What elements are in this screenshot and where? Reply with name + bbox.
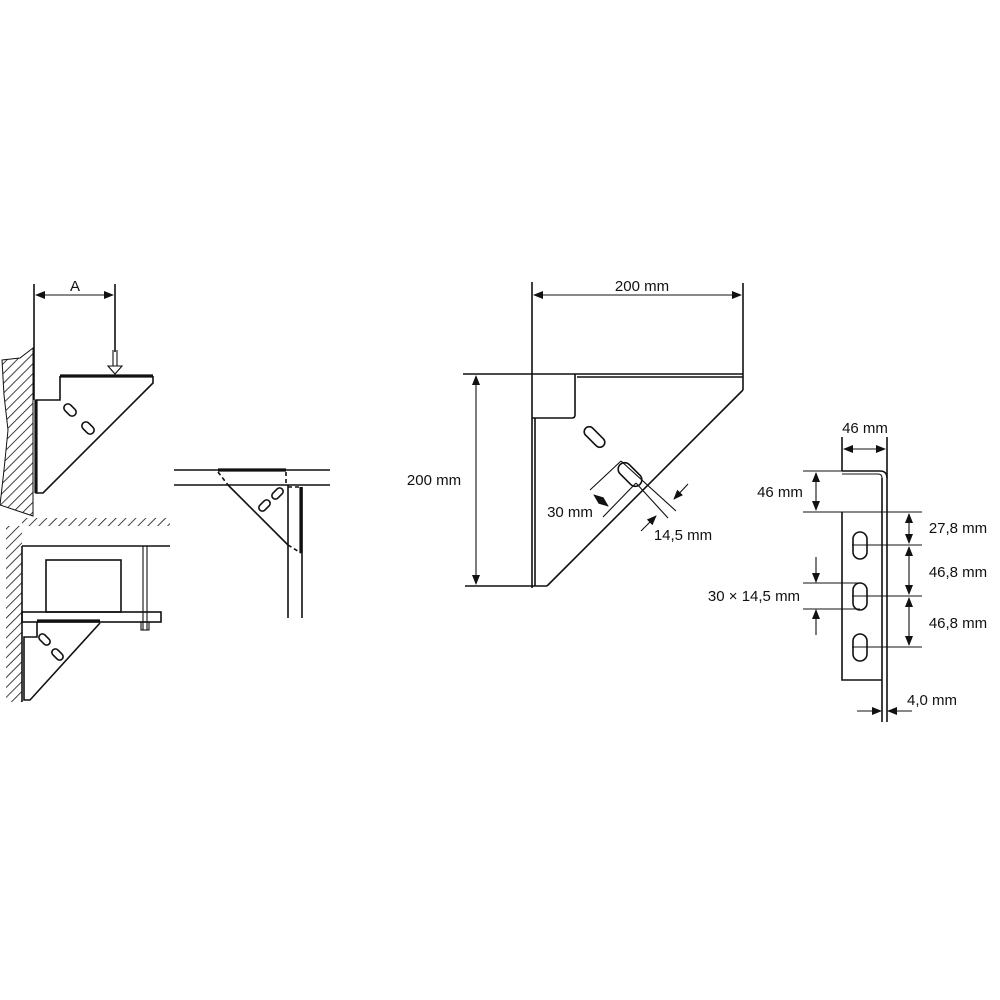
dimension-a-label: A [70, 278, 80, 295]
bracket-side-view: 200 mm 200 mm 30 mm 14,5 mm [407, 278, 744, 588]
slot-size-label: 30 × 14,5 mm [708, 588, 800, 605]
slot-width-label: 14,5 mm [654, 527, 712, 544]
slot-icon [63, 403, 77, 417]
slot-pitch-1-label: 46,8 mm [929, 564, 987, 581]
wall-hatch [0, 346, 34, 517]
height-label: 200 mm [407, 472, 461, 489]
device-box [45, 559, 122, 613]
flange-height-label: 46 mm [757, 484, 803, 501]
slot-icon [583, 425, 606, 449]
first-slot-offset-label: 27,8 mm [929, 520, 987, 537]
slot-icon [38, 633, 51, 646]
shelf-mount-view [6, 518, 170, 702]
bracket-profile-view: 46 mm 46 mm 27,8 mm 46,8 mm 46,8 mm 30 ×… [708, 420, 987, 722]
slot-icon [271, 487, 284, 500]
slot-icon [258, 499, 271, 512]
slot-length-label: 30 mm [547, 504, 593, 521]
width-label: 200 mm [615, 278, 669, 295]
wall-mount-view: A [0, 278, 154, 517]
thickness-label: 4,0 mm [907, 692, 957, 709]
slot-pitch-2-label: 46,8 mm [929, 615, 987, 632]
load-arrow-icon [106, 350, 124, 375]
slot-icon [81, 421, 95, 435]
slot-icon [51, 648, 64, 661]
corner-mount-view [174, 468, 330, 618]
slot-icon [617, 461, 643, 488]
flange-width-label: 46 mm [842, 420, 888, 437]
